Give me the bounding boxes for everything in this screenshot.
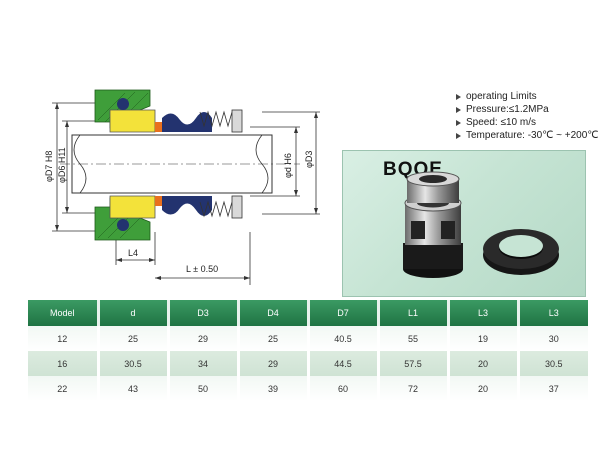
label-l: L ± 0.50 <box>186 264 218 274</box>
column-header: D7 <box>308 300 380 326</box>
table-cell: 29 <box>238 351 310 376</box>
table-cell: 43 <box>98 376 170 401</box>
table-cell: 37 <box>518 376 588 401</box>
technical-drawing: φD7 H8 φD6 H11 φd H6 φD3 L4 L ± 0.50 <box>44 89 320 285</box>
table-cell: 34 <box>168 351 240 376</box>
table-cell: 50 <box>168 376 240 401</box>
product-photo-panel: BQQE <box>342 150 586 297</box>
bullet-icon <box>456 119 461 126</box>
table-cell: 30.5 <box>98 351 170 376</box>
label-d7: φD7 H8 <box>44 151 54 182</box>
label-d: φd H6 <box>283 153 293 178</box>
table-cell: 12 <box>28 326 100 351</box>
column-header: d <box>98 300 170 326</box>
table-row: 22 43 50 39 60 72 20 37 <box>28 376 588 401</box>
table-cell: 19 <box>448 326 520 351</box>
table-cell: 30.5 <box>518 351 588 376</box>
label-d6: φD6 H11 <box>57 147 67 183</box>
dimension-table: Model d D3 D4 D7 L1 L3 L3 12 25 29 25 40… <box>28 300 588 401</box>
table-cell: 72 <box>378 376 450 401</box>
table-cell: 22 <box>28 376 100 401</box>
seal-product-image <box>403 171 559 278</box>
bullet-icon <box>456 132 461 139</box>
table-cell: 25 <box>98 326 170 351</box>
seal-cross-section-drawing <box>52 89 320 285</box>
bullet-icon <box>456 106 461 113</box>
table-cell: 29 <box>168 326 240 351</box>
table-cell: 55 <box>378 326 450 351</box>
column-header: L1 <box>378 300 450 326</box>
label-d3: φD3 <box>304 151 314 168</box>
table-header-row: Model d D3 D4 D7 L1 L3 L3 <box>28 300 588 326</box>
column-header: D4 <box>238 300 310 326</box>
table-cell: 16 <box>28 351 100 376</box>
table-cell: 30 <box>518 326 588 351</box>
label-l4: L4 <box>128 248 138 258</box>
dimension-labels: φD7 H8 φD6 H11 φd H6 φD3 L4 L ± 0.50 <box>44 147 314 274</box>
table-cell: 39 <box>238 376 310 401</box>
operating-limits: operating Limits Pressure:≤1.2MPa Speed:… <box>456 90 599 142</box>
table-cell: 57.5 <box>378 351 450 376</box>
table-cell: 20 <box>448 351 520 376</box>
column-header: Model <box>28 300 100 326</box>
limits-speed: Speed: ≤10 m/s <box>466 117 536 128</box>
table-cell: 60 <box>308 376 380 401</box>
column-header: D3 <box>168 300 240 326</box>
table-cell: 40.5 <box>308 326 380 351</box>
column-header: L3 <box>448 300 520 326</box>
table-cell: 20 <box>448 376 520 401</box>
table-cell: 25 <box>238 326 310 351</box>
table-row: 16 30.5 34 29 44.5 57.5 20 30.5 <box>28 351 588 376</box>
limits-pressure: Pressure:≤1.2MPa <box>466 104 549 115</box>
table-cell: 44.5 <box>308 351 380 376</box>
limits-heading: operating Limits <box>466 91 537 102</box>
column-header: L3 <box>518 300 588 326</box>
bullet-icon <box>456 93 461 100</box>
table-row: 12 25 29 25 40.5 55 19 30 <box>28 326 588 351</box>
limits-temperature: Temperature: -30℃ ~ +200℃ <box>466 130 599 141</box>
